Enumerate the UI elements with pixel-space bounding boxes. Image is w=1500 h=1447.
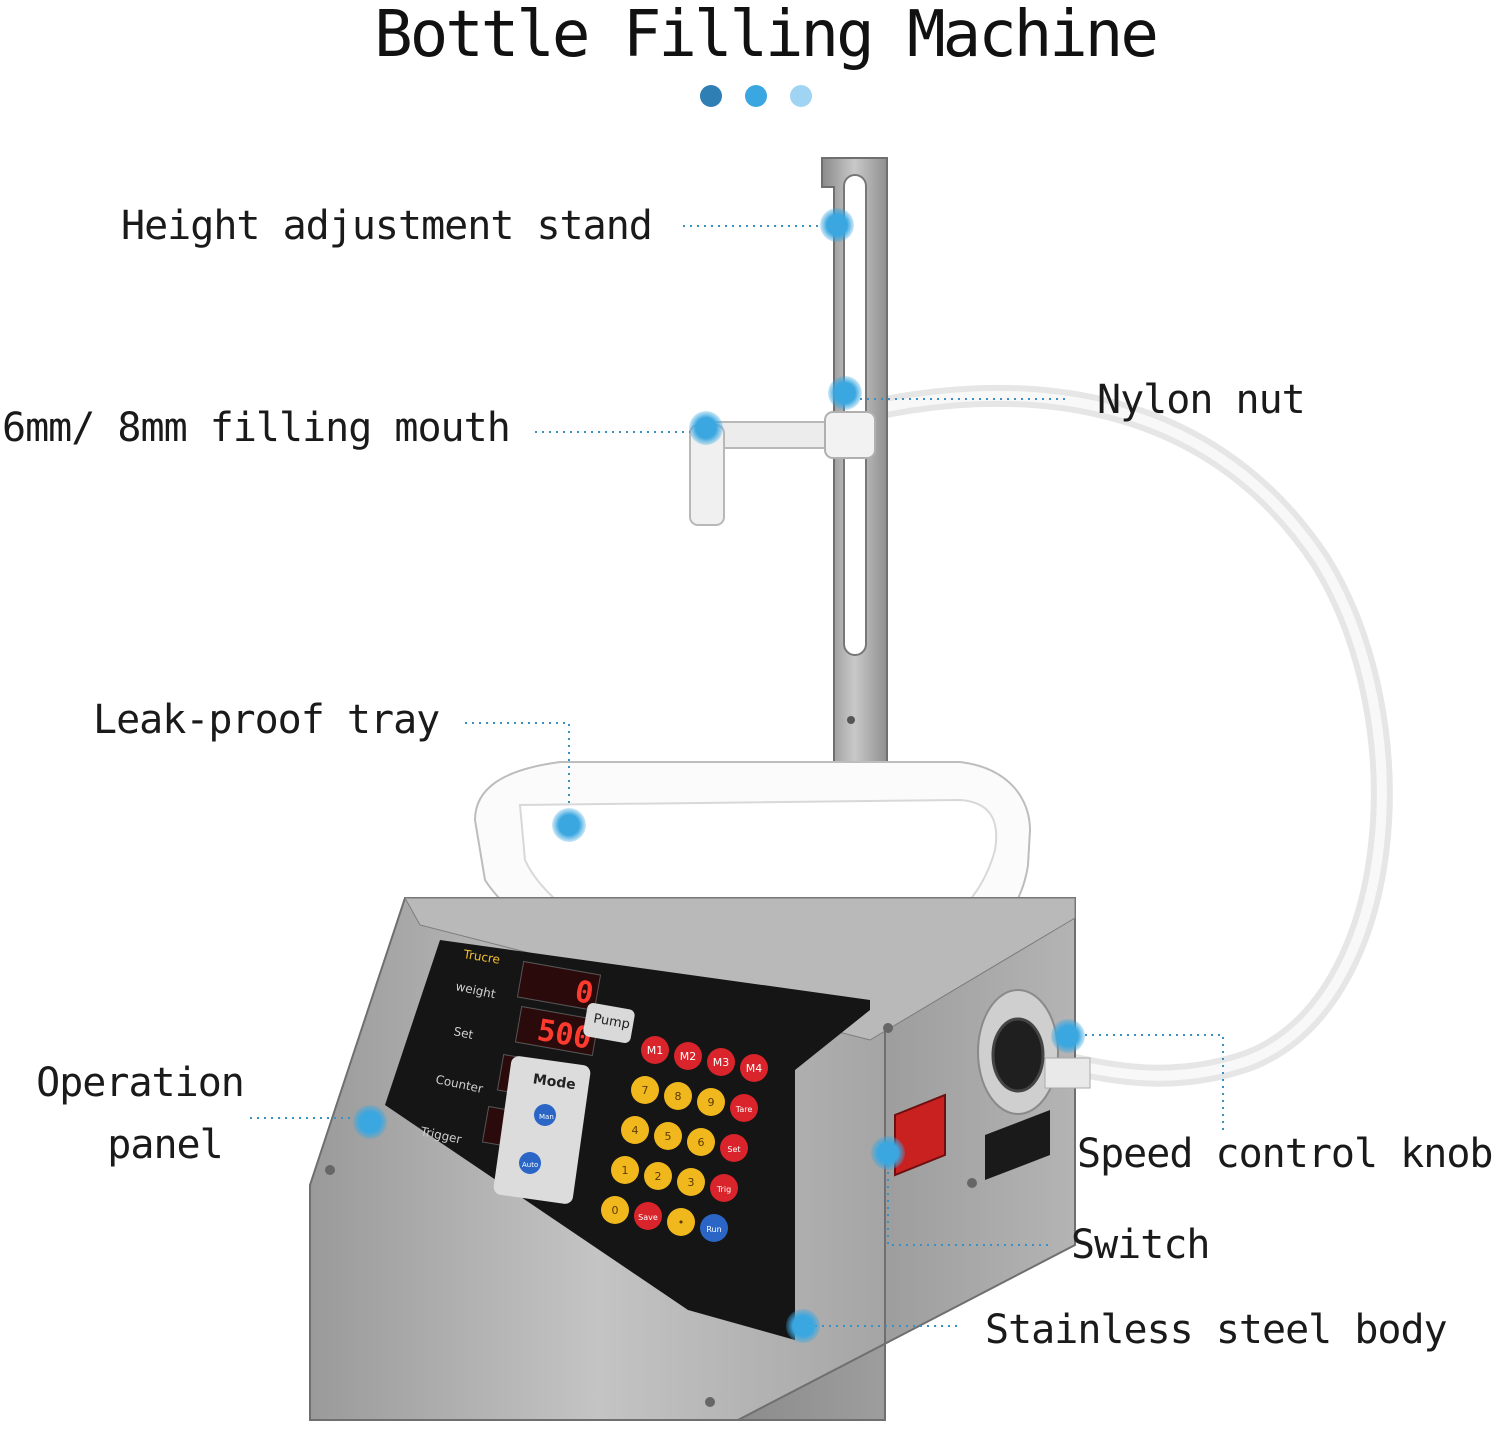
panel-display (516, 960, 602, 1012)
pump-button (583, 1003, 635, 1043)
panel-key-label: Tare (735, 1105, 753, 1114)
panel-key (644, 1162, 672, 1190)
panel-key (634, 1202, 662, 1230)
side-controls (894, 989, 1091, 1180)
mode-label: Mode (532, 1071, 577, 1093)
label-panel: panel (107, 1122, 223, 1168)
callout-dot-speed-knob (1051, 1019, 1085, 1053)
label-filling-mouth: 6mm/ 8mm filling mouth (2, 405, 511, 451)
panel-key-label: M3 (713, 1056, 730, 1069)
panel-key-label: • (678, 1216, 685, 1229)
panel-key (707, 1048, 735, 1076)
callout-dot-filling-mouth (689, 411, 723, 445)
panel-key (710, 1174, 738, 1202)
panel-key-label: M2 (680, 1050, 697, 1063)
panel-key-label: M4 (746, 1062, 763, 1075)
panel-key-label: Run (706, 1225, 721, 1234)
panel-key (667, 1208, 695, 1236)
callout-dot-switch (871, 1136, 905, 1170)
label-speed-control-knob: Speed control knob (1077, 1131, 1493, 1177)
mode-man-button (534, 1104, 556, 1126)
panel-key (697, 1088, 725, 1116)
panel-key-label: 8 (675, 1090, 682, 1103)
panel-key (740, 1054, 768, 1082)
panel-key (664, 1082, 692, 1110)
label-stainless-steel-body: Stainless steel body (985, 1307, 1448, 1353)
panel-key (601, 1196, 629, 1224)
panel-brand: Trucre (462, 947, 501, 967)
leader-lines (250, 225, 1224, 1327)
label-switch: Switch (1071, 1222, 1210, 1268)
panel-key (611, 1156, 639, 1184)
panel-key (720, 1134, 748, 1162)
header-dot-mid (745, 85, 767, 107)
panel-key-label: 7 (642, 1084, 649, 1097)
header-dots (700, 85, 812, 107)
pump-label: Pump (592, 1011, 631, 1032)
tube-connector (1044, 1057, 1091, 1089)
panel-key-label: 6 (698, 1136, 705, 1149)
label-leak-proof-tray: Leak-proof tray (93, 697, 440, 743)
page-title: Bottle Filling Machine (374, 0, 1159, 72)
panel-key-label: Trig (716, 1185, 731, 1194)
header-dot-light (790, 85, 812, 107)
panel-key (700, 1214, 728, 1242)
panel-key (674, 1042, 702, 1070)
callout-dot-operation-panel (353, 1105, 387, 1139)
header-dot-dark (700, 85, 722, 107)
callout-dot-body (786, 1309, 820, 1343)
svg-text:Man: Man (539, 1113, 554, 1121)
mode-auto-button (519, 1152, 541, 1174)
callout-dots (353, 208, 1085, 1343)
panel-key (631, 1076, 659, 1104)
panel-display-value: 0 (572, 974, 596, 1012)
panel-key-label: 4 (632, 1124, 639, 1137)
panel-key-label: 3 (688, 1176, 695, 1189)
callout-dot-nylon-nut (828, 376, 862, 410)
panel-key-label: 5 (665, 1130, 672, 1143)
panel-key-label: Set (727, 1145, 740, 1154)
mode-box (493, 1056, 591, 1204)
panel-key-label: 1 (622, 1164, 629, 1177)
panel-key (730, 1094, 758, 1122)
panel-key (621, 1116, 649, 1144)
label-operation: Operation (36, 1060, 245, 1106)
panel-key-label: 9 (708, 1096, 715, 1109)
panel-key-label: 0 (612, 1204, 619, 1217)
svg-text:Auto: Auto (522, 1161, 538, 1169)
panel-key (677, 1168, 705, 1196)
panel-row-label: Set (452, 1024, 474, 1042)
callout-dot-height-stand (820, 208, 854, 242)
panel-key-label: Save (638, 1213, 658, 1222)
panel-key-label: 2 (655, 1170, 662, 1183)
panel-key (641, 1036, 669, 1064)
power-socket (985, 1110, 1050, 1180)
panel-key-label: M1 (647, 1044, 664, 1057)
panel-key (687, 1128, 715, 1156)
label-height-adjustment-stand: Height adjustment stand (121, 203, 653, 249)
filling-arm (689, 411, 876, 526)
operation-panel: Trucre weight0Set500Counter0Trigger35 Pu… (385, 940, 870, 1340)
speed-control-knob (991, 1017, 1045, 1093)
callout-dot-tray (552, 808, 586, 842)
label-nylon-nut: Nylon nut (1097, 377, 1306, 423)
panel-key (654, 1122, 682, 1150)
